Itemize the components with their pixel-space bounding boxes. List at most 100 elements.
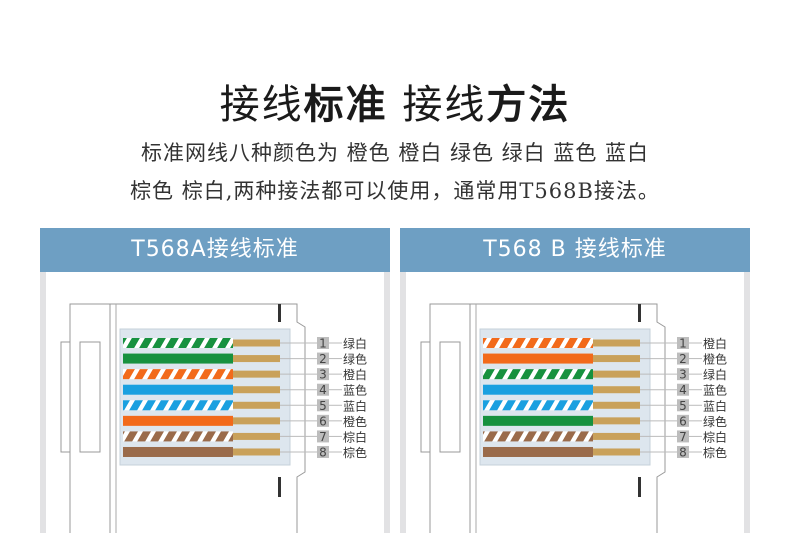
pin-number: 2 xyxy=(679,352,687,366)
pin-number-box xyxy=(677,399,689,412)
title-part: 接线 xyxy=(387,82,487,128)
t568b-panel: T568 B 接线标准 1 橙白 2 橙色 3 绿白 4 蓝色 5 蓝白 6 绿色 7 棕白 8 棕色 xyxy=(400,228,750,533)
wire-4 xyxy=(123,384,233,395)
wire-1 xyxy=(483,338,593,348)
pin-number-box xyxy=(317,430,329,443)
wire-4 xyxy=(483,384,593,395)
wire-7 xyxy=(483,431,593,442)
title-part-bold: 标准 xyxy=(303,82,388,128)
pin-number: 4 xyxy=(319,383,327,397)
pin-number-box xyxy=(677,352,689,365)
gold-contact-5 xyxy=(233,401,280,409)
pin-color-label: 蓝白 xyxy=(703,398,727,413)
wire-7 xyxy=(123,431,233,442)
pin-color-label: 蓝色 xyxy=(343,384,367,398)
gold-contact-5 xyxy=(593,401,640,409)
connector-inner xyxy=(479,328,651,466)
wire-5 xyxy=(123,400,233,411)
pin-number: 6 xyxy=(679,414,687,428)
connector-latch xyxy=(420,341,431,453)
wire-8 xyxy=(483,446,593,457)
diagram-area: 1 橙白 2 橙色 3 绿白 4 蓝色 5 蓝白 6 绿色 7 棕白 8 棕色 xyxy=(406,272,744,533)
connector-inner xyxy=(119,328,291,466)
contact-bar xyxy=(278,477,281,497)
pin-color-label: 橙白 xyxy=(703,336,727,351)
pin-number: 3 xyxy=(679,368,687,382)
pin-color-label: 棕白 xyxy=(343,429,367,444)
pin-color-label: 棕色 xyxy=(703,445,727,460)
title-part-bold: 方法 xyxy=(486,82,571,128)
pin-number-box xyxy=(677,414,689,427)
wire-3 xyxy=(123,369,233,380)
gold-contact-3 xyxy=(593,370,640,378)
t568a-panel: T568A接线标准 1 绿白 2 绿色 3 橙白 4 蓝色 5 蓝白 6 橙色 7 棕白 8 棕色 xyxy=(40,228,390,533)
wire-6 xyxy=(483,415,593,426)
contact-bar xyxy=(638,304,641,322)
panel-title: T568A接线标准 xyxy=(40,228,390,272)
gold-contact-2 xyxy=(593,355,640,363)
wire-3 xyxy=(483,369,593,380)
pin-number: 5 xyxy=(319,399,327,413)
pin-number: 1 xyxy=(319,337,327,351)
title-part: 接线 xyxy=(219,82,304,128)
pin-number: 8 xyxy=(679,445,687,459)
gold-contact-6 xyxy=(593,417,640,425)
pin-color-label: 绿色 xyxy=(343,352,367,367)
pin-color-label: 蓝白 xyxy=(343,398,367,413)
pin-number-box xyxy=(677,337,689,349)
pin-number: 6 xyxy=(319,414,327,428)
pin-color-label: 绿白 xyxy=(343,336,367,351)
pin-number: 7 xyxy=(679,430,687,444)
pin-number: 7 xyxy=(319,430,327,444)
gold-contact-8 xyxy=(233,448,280,456)
gold-contact-4 xyxy=(233,386,280,394)
pin-number: 8 xyxy=(319,445,327,459)
gold-contact-7 xyxy=(593,432,640,440)
rj45-connector-diagram: 1 橙白 2 橙色 3 绿白 4 蓝色 5 蓝白 6 绿色 7 棕白 8 棕色 xyxy=(420,303,727,533)
wire-2 xyxy=(123,353,233,364)
contact-bar xyxy=(278,304,281,322)
pin-number-box xyxy=(677,430,689,443)
pin-number-box xyxy=(677,383,689,396)
connector-latch-inner xyxy=(439,341,461,453)
wire-8 xyxy=(123,446,233,457)
pin-color-label: 棕白 xyxy=(703,429,727,444)
subtitle-line-2: 棕色 棕白,两种接法都可以使用，通常用T568B接法。 xyxy=(130,179,660,203)
pin-number-box xyxy=(317,337,329,349)
pin-number: 1 xyxy=(679,337,687,351)
connector-latch xyxy=(60,341,71,453)
gold-contact-8 xyxy=(593,448,640,456)
contact-bar xyxy=(638,477,641,497)
panel-title: T568 B 接线标准 xyxy=(400,228,750,272)
gold-contact-6 xyxy=(233,417,280,425)
pin-color-label: 蓝色 xyxy=(703,384,727,398)
gold-contact-2 xyxy=(233,355,280,363)
pin-color-label: 绿色 xyxy=(703,414,727,429)
pin-number: 5 xyxy=(679,399,687,413)
pin-number-box xyxy=(677,368,689,381)
gold-contact-1 xyxy=(593,339,640,347)
pin-number-box xyxy=(677,445,689,458)
wire-2 xyxy=(483,353,593,364)
pin-number: 4 xyxy=(679,383,687,397)
pin-number: 2 xyxy=(319,352,327,366)
pin-color-label: 橙白 xyxy=(343,367,367,382)
pin-number-box xyxy=(317,399,329,412)
wire-5 xyxy=(483,400,593,411)
pin-number-box xyxy=(317,445,329,458)
wire-1 xyxy=(123,338,233,348)
pin-number-box xyxy=(317,368,329,381)
pin-number: 3 xyxy=(319,368,327,382)
diagram-area: 1 绿白 2 绿色 3 橙白 4 蓝色 5 蓝白 6 橙色 7 棕白 8 棕色 xyxy=(46,272,384,533)
pin-number-box xyxy=(317,352,329,365)
pin-number-box xyxy=(317,383,329,396)
gold-contact-7 xyxy=(233,432,280,440)
pin-color-label: 橙色 xyxy=(343,414,367,429)
gold-contact-1 xyxy=(233,339,280,347)
pin-color-label: 绿白 xyxy=(703,367,727,382)
subtitle-line-1: 标准网线八种颜色为 橙色 橙白 绿色 绿白 蓝色 蓝白 xyxy=(140,141,650,165)
rj45-connector-diagram: 1 绿白 2 绿色 3 橙白 4 蓝色 5 蓝白 6 橙色 7 棕白 8 棕色 xyxy=(60,303,367,533)
wire-6 xyxy=(123,415,233,426)
pin-color-label: 棕色 xyxy=(343,445,367,460)
pin-color-label: 橙色 xyxy=(703,352,727,367)
